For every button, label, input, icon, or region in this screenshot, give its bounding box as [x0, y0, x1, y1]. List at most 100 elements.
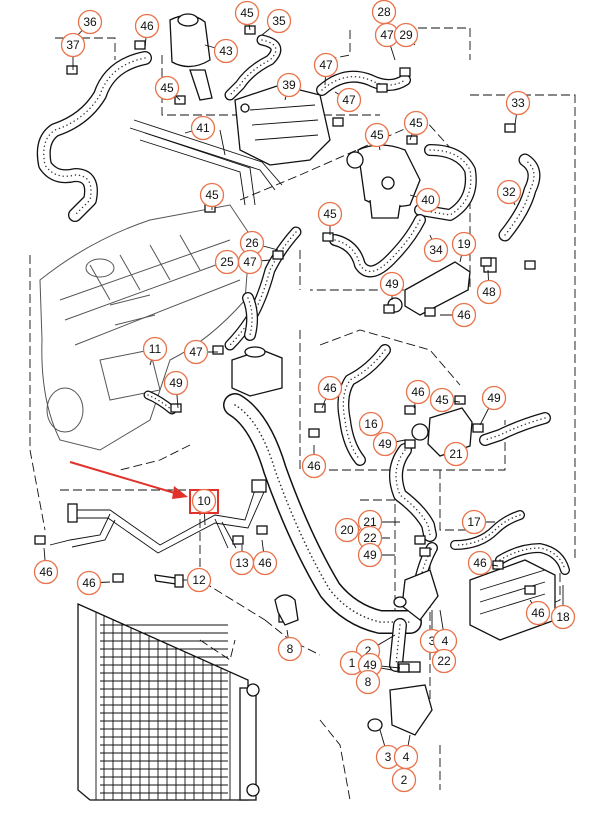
callout-number: 47: [243, 255, 257, 269]
callout-37: 37: [60, 32, 86, 58]
callout-number: 8: [365, 675, 372, 689]
callout-46e: 46: [301, 453, 327, 479]
callout-32: 32: [496, 179, 522, 205]
bolt-12: [154, 574, 184, 588]
callout-47e: 47: [183, 339, 209, 365]
callout-8a: 8: [277, 636, 303, 662]
callout-number: 22: [363, 531, 377, 545]
callout-number: 46: [531, 606, 545, 620]
callout-number: 49: [385, 277, 399, 291]
radiator: [77, 602, 260, 801]
clamp-31: [66, 65, 78, 75]
callout-number: 28: [377, 5, 391, 19]
callout-33: 33: [505, 90, 531, 116]
callout-22a: 22: [357, 525, 383, 551]
clamp-21: [414, 535, 426, 545]
callout-number: 46: [307, 459, 321, 473]
callout-22b: 22: [431, 648, 457, 674]
callout-number: 4: [442, 634, 449, 648]
hose-49d: [389, 443, 437, 542]
callout-number: 20: [340, 523, 354, 537]
callout-number: 19: [457, 237, 471, 251]
callout-number: 49: [169, 376, 183, 390]
clamp-24: [524, 585, 536, 595]
hose-40-right: [414, 144, 477, 221]
hose-2: [389, 618, 407, 672]
hose-26: [224, 226, 302, 351]
clamp-30: [398, 663, 410, 673]
clamp-14: [170, 403, 182, 413]
clamp-13: [212, 345, 224, 355]
coolant-reservoir-small: [231, 346, 283, 397]
callout-number: 47: [319, 58, 333, 72]
clamp-17: [404, 405, 416, 415]
callout-number: 11: [149, 342, 162, 356]
outlet-connector-lower: [367, 661, 433, 736]
coolant-pipe-41: [129, 119, 283, 206]
callout-number: 47: [342, 93, 356, 107]
hose-35: [224, 34, 282, 101]
pointer-arrow: [69, 461, 188, 499]
clamp-27: [232, 535, 244, 545]
callout-number: 33: [511, 96, 525, 110]
callout-29: 29: [393, 22, 419, 48]
callout-number: 2: [401, 773, 408, 787]
callout-49b: 49: [163, 370, 189, 396]
callout-26: 26: [239, 230, 265, 256]
callout-40: 40: [415, 187, 441, 213]
hose-21-right: [479, 412, 551, 446]
callout-number: 35: [272, 14, 286, 28]
callout-35: 35: [266, 8, 292, 34]
callout-39: 39: [276, 72, 302, 98]
clamp-0: [134, 40, 146, 50]
clamp-16: [314, 403, 326, 413]
callout-49e: 49: [357, 542, 383, 568]
callout-number: 2: [365, 644, 372, 658]
callout-number: 1: [349, 656, 356, 670]
hose-17: [450, 510, 525, 550]
callout-46c: 46: [317, 375, 343, 401]
callout-28: 28: [371, 0, 397, 25]
callout-49d: 49: [372, 431, 398, 457]
callout-17: 17: [461, 509, 487, 535]
callout-number: 47: [380, 28, 394, 42]
callout-number: 29: [399, 28, 413, 42]
callout-number: 45: [205, 188, 219, 202]
callout-49a: 49: [379, 271, 405, 297]
callout-number: 47: [189, 345, 203, 359]
callout-number: 8: [287, 642, 294, 656]
callout-43: 43: [213, 38, 239, 64]
callout-45c: 45: [364, 122, 390, 148]
callout-13: 13: [229, 550, 255, 576]
clamp-32: [504, 123, 516, 133]
callout-number: 25: [220, 255, 234, 269]
callout-number: 46: [258, 556, 272, 570]
clamp-6: [376, 83, 388, 93]
clamp-25: [34, 535, 46, 545]
callout-11: 11: [142, 336, 168, 362]
callout-4b: 4: [393, 744, 419, 770]
callout-number: 45: [160, 81, 174, 95]
callout-45e: 45: [199, 182, 225, 208]
callout-46h: 46: [252, 550, 278, 576]
clamp-8: [332, 117, 344, 127]
clamp-4: [322, 232, 334, 242]
cylinder-head-flange: [234, 84, 331, 166]
callout-number: 36: [83, 15, 97, 29]
callout-number: 45: [323, 207, 337, 221]
clamp-22: [419, 547, 431, 557]
callout-48: 48: [476, 279, 502, 305]
callout-46d: 46: [405, 379, 431, 405]
callout-47c: 47: [336, 87, 362, 113]
hose-34: [329, 214, 426, 278]
valve-assembly-40: [346, 144, 421, 219]
callout-number: 45: [435, 393, 449, 407]
callout-number: 26: [245, 236, 259, 250]
expansion-tank: [169, 13, 213, 101]
callout-47b: 47: [313, 52, 339, 78]
clamp-12: [424, 307, 436, 317]
clamp-11: [383, 304, 395, 314]
callout-number: 10: [197, 494, 211, 508]
clamp-15: [308, 428, 320, 438]
callout-number: 16: [364, 417, 378, 431]
